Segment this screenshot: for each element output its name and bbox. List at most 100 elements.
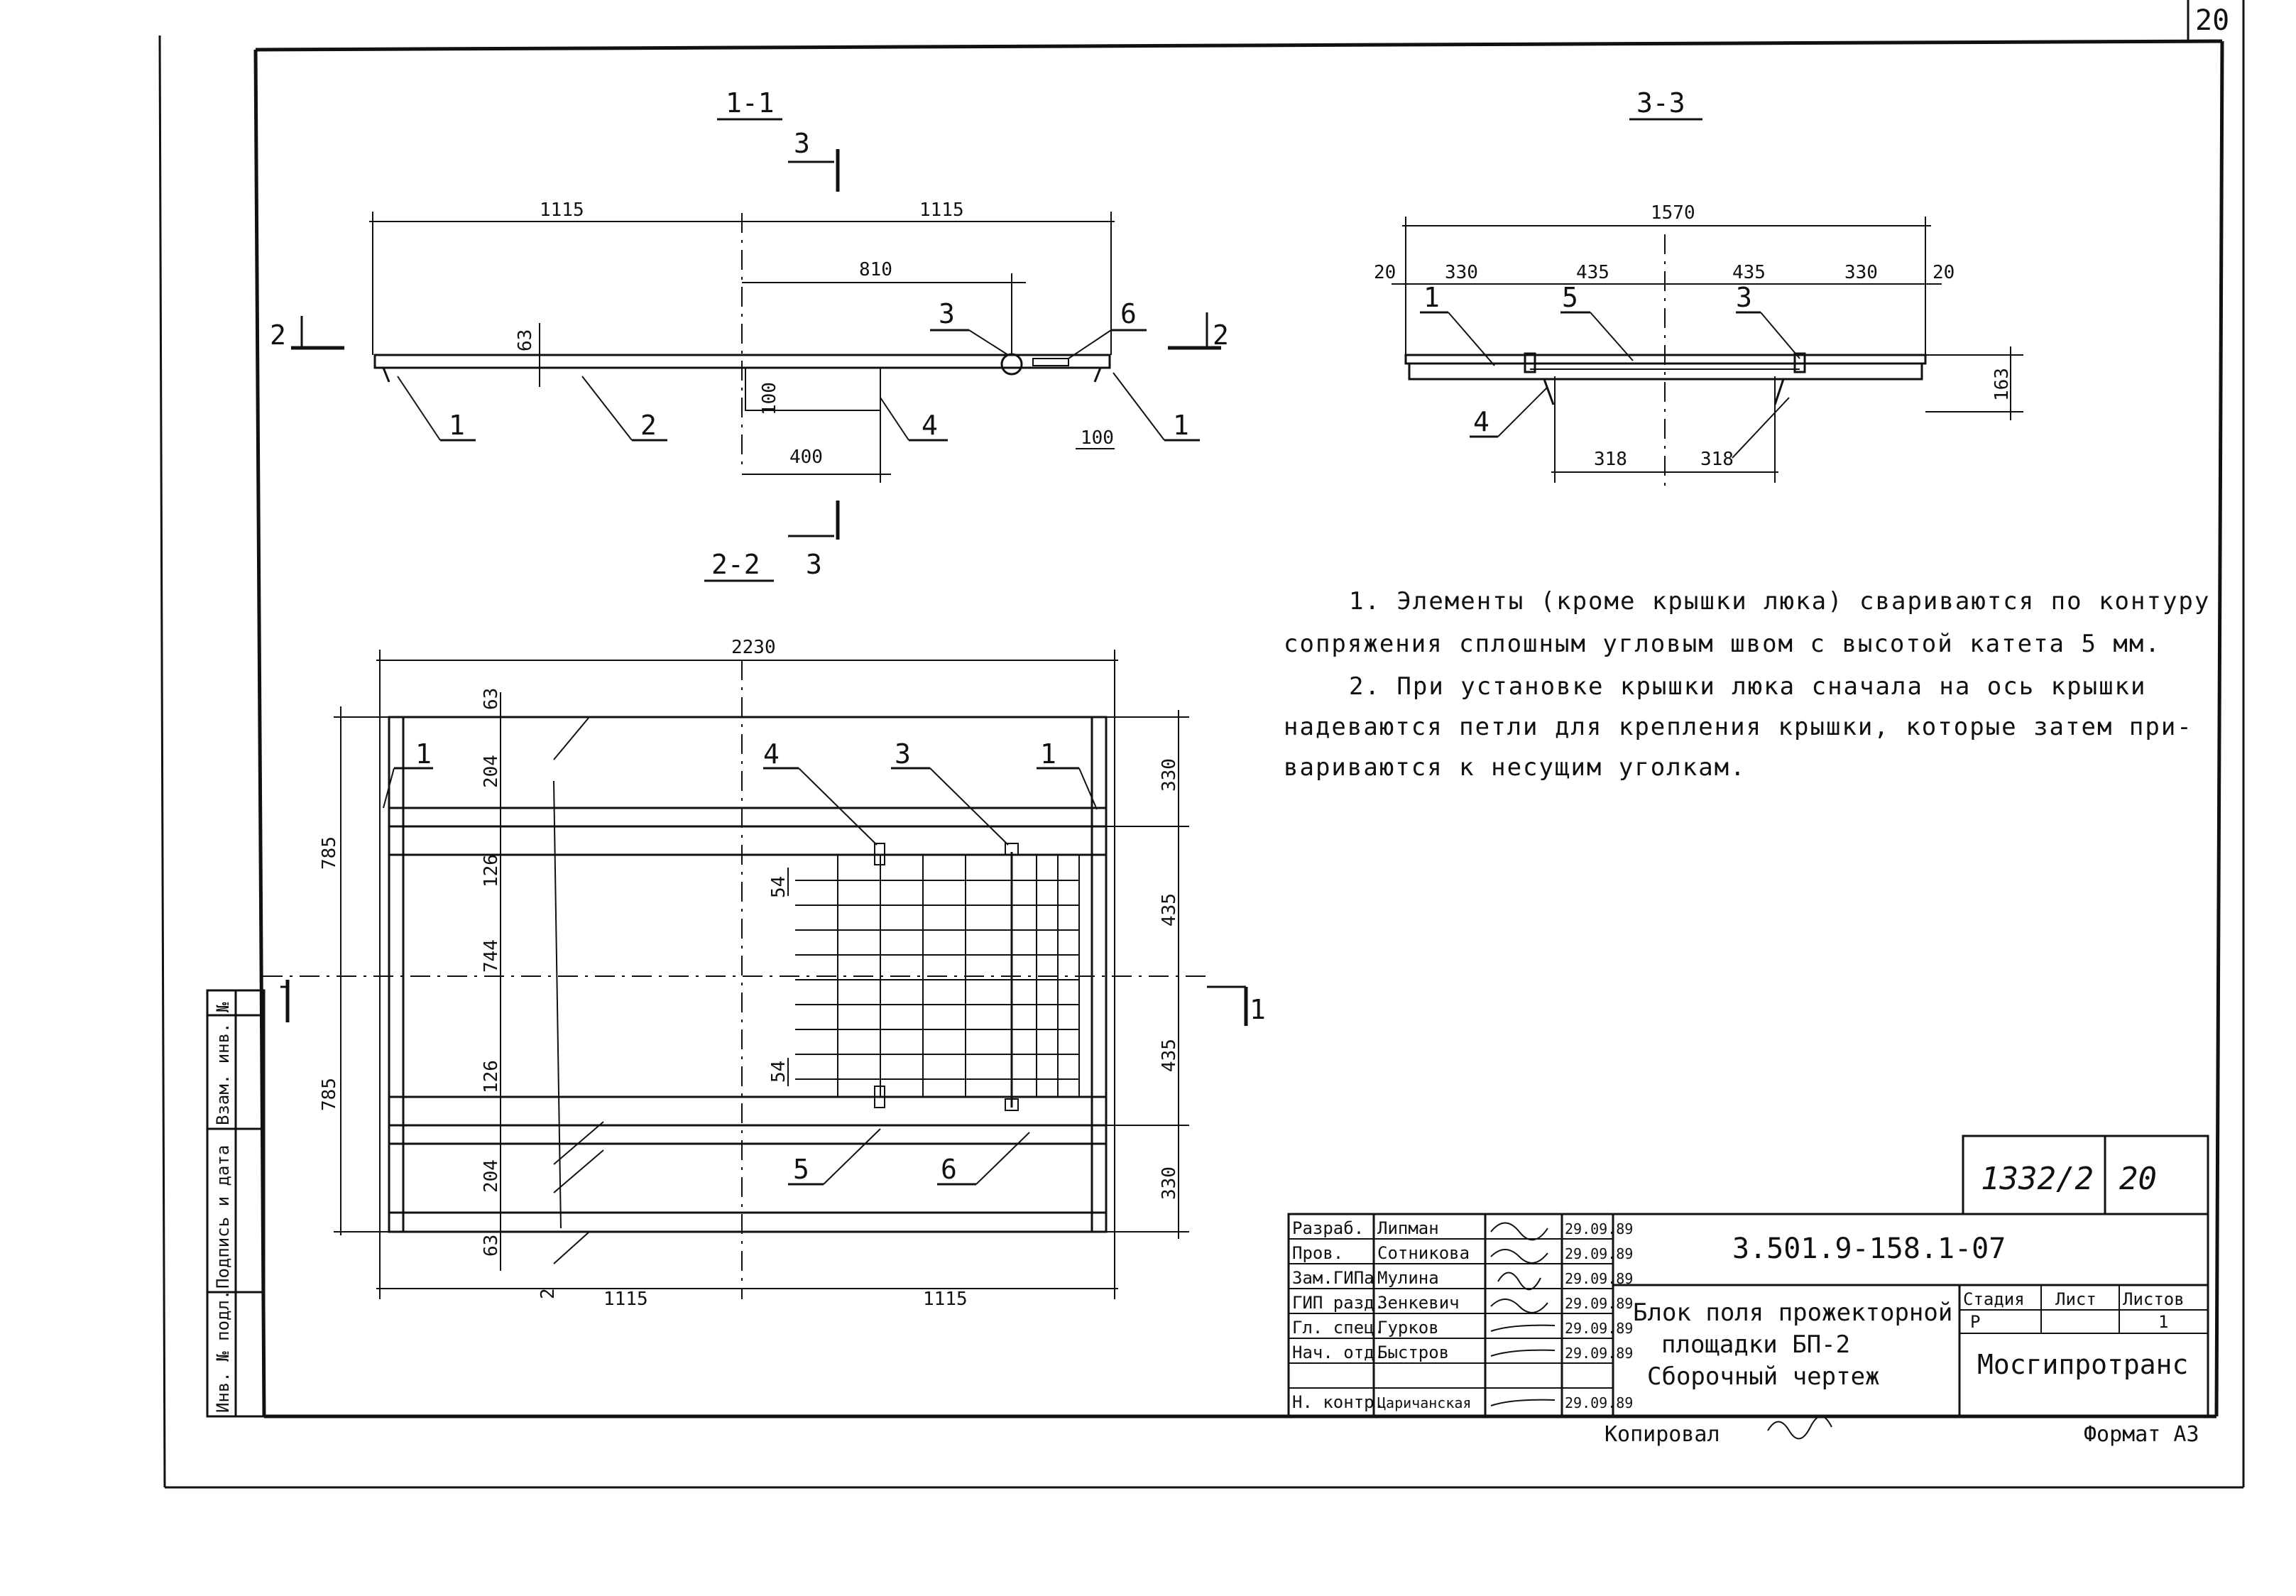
dim-810: 810 — [859, 259, 892, 280]
note-line-2: сопряжения сплошным угловым швом с высот… — [1284, 630, 2161, 658]
dim-330-plan-bottom: 330 — [1159, 1166, 1180, 1200]
notes: 1. Элементы (кроме крышки люка) свариваю… — [1284, 587, 2210, 782]
note-line-5: вариваются к несущим уголкам. — [1284, 753, 1746, 782]
stamp-sheet: 20 — [2119, 1161, 2157, 1197]
callout-6-1-1: 6 — [1120, 298, 1137, 329]
title-block — [1287, 1213, 2209, 1418]
callout-1-3-3: 1 — [1423, 282, 1440, 313]
dim-204-top: 204 — [481, 755, 502, 788]
note-line-1: 1. Элементы (кроме крышки люка) свариваю… — [1349, 587, 2210, 616]
tb-role-0: Разраб. — [1292, 1218, 1364, 1238]
section-3-3: 3-3 1570 20 330 435 435 330 20 318 318 1… — [1374, 87, 2023, 490]
dim-100-b: 100 — [1081, 427, 1114, 449]
callout-1-plan-left: 1 — [415, 738, 432, 770]
stage-value: Р — [1970, 1312, 1980, 1332]
tb-name-1: Сотникова — [1377, 1243, 1470, 1263]
section-2-2: 2-2 2230 — [263, 549, 1266, 1310]
dim-63-plan-top: 63 — [481, 688, 502, 710]
tb-date-5: 29.09.89 — [1565, 1345, 1633, 1362]
stamp-number: 1332/2 — [1981, 1161, 2094, 1197]
format-label: Формат А3 — [2084, 1422, 2199, 1447]
dim-2230: 2230 — [731, 637, 776, 658]
sheets-label: Листов — [2123, 1289, 2185, 1309]
dim-744: 744 — [481, 939, 502, 973]
tb-date-2: 29.09.89 — [1565, 1270, 1633, 1287]
copier-signature — [1767, 1416, 1832, 1440]
stage-label: Стадия — [1963, 1289, 2025, 1309]
dim-330-right: 330 — [1844, 262, 1878, 283]
dim-1115-plan-left: 1115 — [603, 1289, 648, 1310]
dim-1115-plan-right: 1115 — [923, 1289, 968, 1310]
section-2-2-title: 2-2 — [711, 549, 760, 580]
callout-4-3-3: 4 — [1473, 406, 1489, 437]
organization: Мосгипротранс — [1977, 1349, 2188, 1380]
tb-role-3: ГИП разд. — [1292, 1293, 1384, 1313]
tb-date-7: 29.09.89 — [1565, 1394, 1633, 1411]
tb-date-1: 29.09.89 — [1565, 1245, 1633, 1262]
callout-3-plan: 3 — [895, 738, 911, 770]
sheets-value: 1 — [2158, 1312, 2168, 1332]
dim-63-plan-bottom: 63 — [481, 1235, 502, 1257]
title-line-1: Блок поля прожекторной — [1633, 1299, 1952, 1327]
side-stamp — [206, 989, 266, 1418]
callout-2: 2 — [640, 410, 657, 441]
dim-318-right: 318 — [1700, 449, 1734, 470]
dim-204-bottom: 204 — [481, 1159, 502, 1193]
callout-6-plan: 6 — [941, 1154, 957, 1185]
dim-20-left: 20 — [1374, 262, 1396, 283]
callout-5-3-3: 5 — [1562, 282, 1578, 313]
note-line-3: 2. При установке крышки люка сначала на … — [1349, 672, 2147, 701]
cut-2-left-label: 2 — [270, 319, 286, 351]
title-block-rows: Разраб. Пров. Зам.ГИПа ГИП разд. Гл. спе… — [1292, 1218, 1633, 1412]
cut-3-bottom-label: 3 — [806, 549, 822, 580]
dim-435-plan-top: 435 — [1159, 893, 1180, 927]
tb-role-5: Нач. отд. — [1292, 1343, 1384, 1362]
dim-400: 400 — [789, 447, 823, 468]
dim-330-left: 330 — [1445, 262, 1478, 283]
tb-date-3: 29.09.89 — [1565, 1295, 1633, 1312]
tb-name-4: Гурков — [1377, 1318, 1439, 1338]
dim-1115-left: 1115 — [540, 200, 584, 221]
copied-label: Копировал — [1605, 1422, 1720, 1447]
section-3-3-title: 3-3 — [1636, 87, 1685, 119]
side-stamp-inv-orig: Инв. № подл. — [213, 1290, 233, 1413]
tb-role-7: Н. контр. — [1292, 1392, 1384, 1412]
callout-4-plan: 4 — [763, 738, 780, 770]
side-stamp-sign-date: Подпись и дата — [213, 1145, 233, 1289]
note-line-4: надеваются петли для крепления крышки, к… — [1284, 713, 2193, 741]
tb-role-2: Зам.ГИПа — [1292, 1268, 1374, 1288]
cut-3-top-label: 3 — [794, 128, 810, 159]
dim-63: 63 — [515, 329, 536, 351]
callout-1-plan-right: 1 — [1040, 738, 1056, 770]
cut-1-right-label: 1 — [1250, 994, 1266, 1025]
dim-1570: 1570 — [1651, 202, 1695, 224]
callout-4: 4 — [922, 410, 938, 441]
title-line-3: Сборочный чертеж — [1647, 1362, 1880, 1391]
side-stamp-inv-repl: Взам. инв. № — [213, 1002, 233, 1125]
dim-2-callout: 2 — [537, 1288, 559, 1299]
tb-role-4: Гл. спец. — [1292, 1318, 1384, 1338]
sheet-frame — [158, 0, 2245, 1489]
dim-785-bottom: 785 — [319, 1078, 340, 1111]
dim-318-left: 318 — [1594, 449, 1627, 470]
dim-1115-right: 1115 — [919, 200, 964, 221]
cut-2-right-label: 2 — [1213, 319, 1229, 351]
tb-name-5: Быстров — [1377, 1343, 1449, 1362]
signature-marks — [1490, 1222, 1556, 1406]
callout-3-1-1: 3 — [939, 298, 955, 329]
corner-sheet-number: 20 — [2195, 4, 2229, 37]
section-1-1: 1-1 3 1115 1115 810 63 100 400 100 2 — [270, 87, 1229, 580]
title-line-2: площадки БП-2 — [1661, 1330, 1850, 1359]
dim-54-bottom: 54 — [768, 1061, 789, 1083]
dim-435-right: 435 — [1732, 262, 1766, 283]
sheet-label: Лист — [2055, 1289, 2097, 1309]
callout-1-left: 1 — [449, 410, 465, 441]
dim-54-top: 54 — [768, 876, 789, 898]
section-1-1-title: 1-1 — [726, 87, 775, 119]
dim-163: 163 — [1991, 368, 2013, 401]
dim-126-bottom: 126 — [481, 1060, 502, 1093]
tb-name-0: Липман — [1377, 1218, 1439, 1238]
dim-785-top: 785 — [319, 836, 340, 870]
tb-name-7: Царичанская — [1377, 1394, 1471, 1411]
